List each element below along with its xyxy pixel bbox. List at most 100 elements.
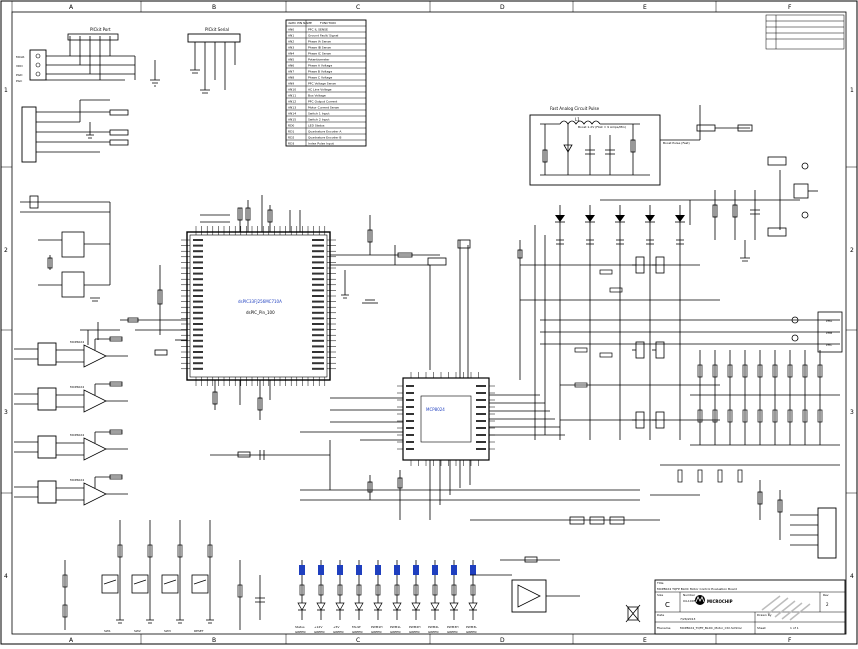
column-label-e-bottom: E	[643, 637, 647, 644]
bridge-diode	[675, 215, 685, 222]
opamp-part-label: MCP6024	[70, 478, 84, 482]
mcu-part-label: dsPIC33FJ256MC710A	[238, 299, 282, 304]
driver-pin-label-right	[476, 399, 486, 401]
led-color: GREEN	[352, 630, 362, 634]
ladder-resistor-upper	[697, 364, 703, 378]
switch-pullup	[207, 544, 213, 558]
led-label: +12V	[314, 625, 323, 629]
mcu-pin-name-right	[312, 306, 324, 309]
mcp8024-driver-ic: MCP8024	[300, 372, 565, 520]
pin-table-pin: AN11	[288, 94, 296, 98]
pin-table-function: Phase C Voltage	[308, 76, 332, 80]
pin-table-function: Switch 2 Input	[308, 118, 330, 122]
pin-table-function: Phase IA Sense	[308, 40, 331, 44]
number-value: 04-10057	[683, 599, 698, 603]
ladder-resistor-lower	[727, 409, 733, 423]
row-label-1: 1	[4, 87, 8, 94]
led-color: GREEN	[466, 630, 476, 634]
switch-pullup	[177, 544, 183, 558]
row-label-2: 2	[4, 247, 8, 254]
driver-pin-label-right	[476, 413, 486, 415]
pin-table-pin: AN15	[288, 118, 296, 122]
column-label-a: A	[69, 4, 74, 11]
driver-pin-label-right	[476, 427, 486, 429]
mcu-pin-name-left	[193, 328, 203, 331]
pin-table-pin: RD0	[288, 124, 294, 128]
mcu-pin-name-right	[312, 362, 324, 365]
ladder-resistor-bottom	[677, 469, 683, 483]
switch-label: SW1	[104, 629, 111, 633]
driver-pin-label-left	[406, 392, 414, 394]
column-label-b-bottom: B	[212, 637, 216, 644]
switch-pullup	[147, 544, 153, 558]
mcu-pin-name-left	[193, 295, 203, 297]
mcu-pin-name-right	[312, 351, 324, 353]
driver-pin-label-right	[476, 385, 486, 387]
phase-b-label: PHB	[826, 331, 832, 335]
mcu-pin-name-left	[193, 244, 203, 247]
column-label-d: D	[500, 4, 505, 11]
column-label-f-bottom: F	[788, 637, 792, 644]
pin-table-function: Index Pulse Input	[308, 142, 335, 146]
driver-pin-label-right	[476, 406, 486, 408]
led-net-flag	[299, 565, 305, 575]
mcu-pin-name-right	[312, 300, 324, 303]
microchip-logo: MICROCHIP	[695, 595, 733, 605]
svg-text:VDD: VDD	[16, 64, 23, 68]
bridge-diode	[585, 215, 595, 222]
mcu-pin-name-left	[193, 306, 203, 309]
pin-table-pin: AN4	[288, 52, 294, 56]
pin-table-pin: AN12	[288, 100, 296, 104]
title-value: MCP8024 TQFP BLDC Motor Control Evaluati…	[657, 587, 737, 591]
column-label-f: F	[788, 4, 792, 11]
pin-table-pin: AN5	[288, 58, 294, 62]
drawn-label: Drawn By	[757, 613, 772, 617]
driver-pin-label-right	[476, 448, 486, 450]
ladder-resistor-upper	[802, 364, 808, 378]
sheet-label: Sheet	[757, 626, 766, 630]
led-resistor	[375, 584, 381, 596]
opamp-part-label: MCP6024	[70, 340, 84, 344]
mcu-pin-name-right	[312, 295, 324, 297]
mcu-pin-name-left	[193, 317, 203, 320]
pin-table-function: Motor Current Sense	[308, 106, 339, 110]
mcu-pin-name-left	[193, 339, 203, 342]
pin-table-function: Phase IC Sense	[308, 52, 331, 56]
size-label: Size	[657, 593, 663, 597]
led-indicator-row: StatusGREEN+12VGREEN+5VGREENFAULTGREENPW…	[295, 560, 478, 634]
mcu-pin-name-left	[193, 272, 203, 275]
mcu-right-network	[330, 215, 471, 395]
ladder-resistor-upper	[727, 364, 733, 378]
fault-sense-block	[20, 195, 111, 302]
led-color: GREEN	[371, 630, 381, 634]
led-resistor	[356, 584, 362, 596]
ladder-resistor-lower	[742, 409, 748, 423]
led-symbol	[392, 602, 402, 611]
mcu-pin-name-left	[193, 300, 203, 303]
led-net-flag	[413, 565, 419, 575]
encoder-connector	[757, 480, 837, 559]
switch-label: RESET	[194, 629, 204, 633]
mcu-pin-name-right	[312, 317, 324, 320]
mcu-pin-name-right	[312, 328, 324, 331]
led-symbol	[430, 602, 440, 611]
phase-c-label: PHC	[826, 343, 832, 347]
sense-resistor-network	[650, 350, 840, 496]
driver-pin-label-left	[406, 413, 414, 415]
pin-table-header-pin: dsPIC PIN NAME	[288, 21, 312, 25]
mcu-pin-name-right	[312, 345, 324, 348]
mcu-pin-name-left	[193, 334, 203, 337]
mcu-pin-name-left	[193, 267, 203, 269]
ladder-resistor-lower	[757, 409, 763, 423]
pin-table-pin: AN10	[288, 88, 296, 92]
led-resistor	[470, 584, 476, 596]
pin-table-pin: AN14	[288, 112, 296, 116]
opamp-input-connector	[37, 435, 57, 459]
bridge-diode	[615, 215, 625, 222]
svg-text:PGD: PGD	[16, 73, 23, 77]
